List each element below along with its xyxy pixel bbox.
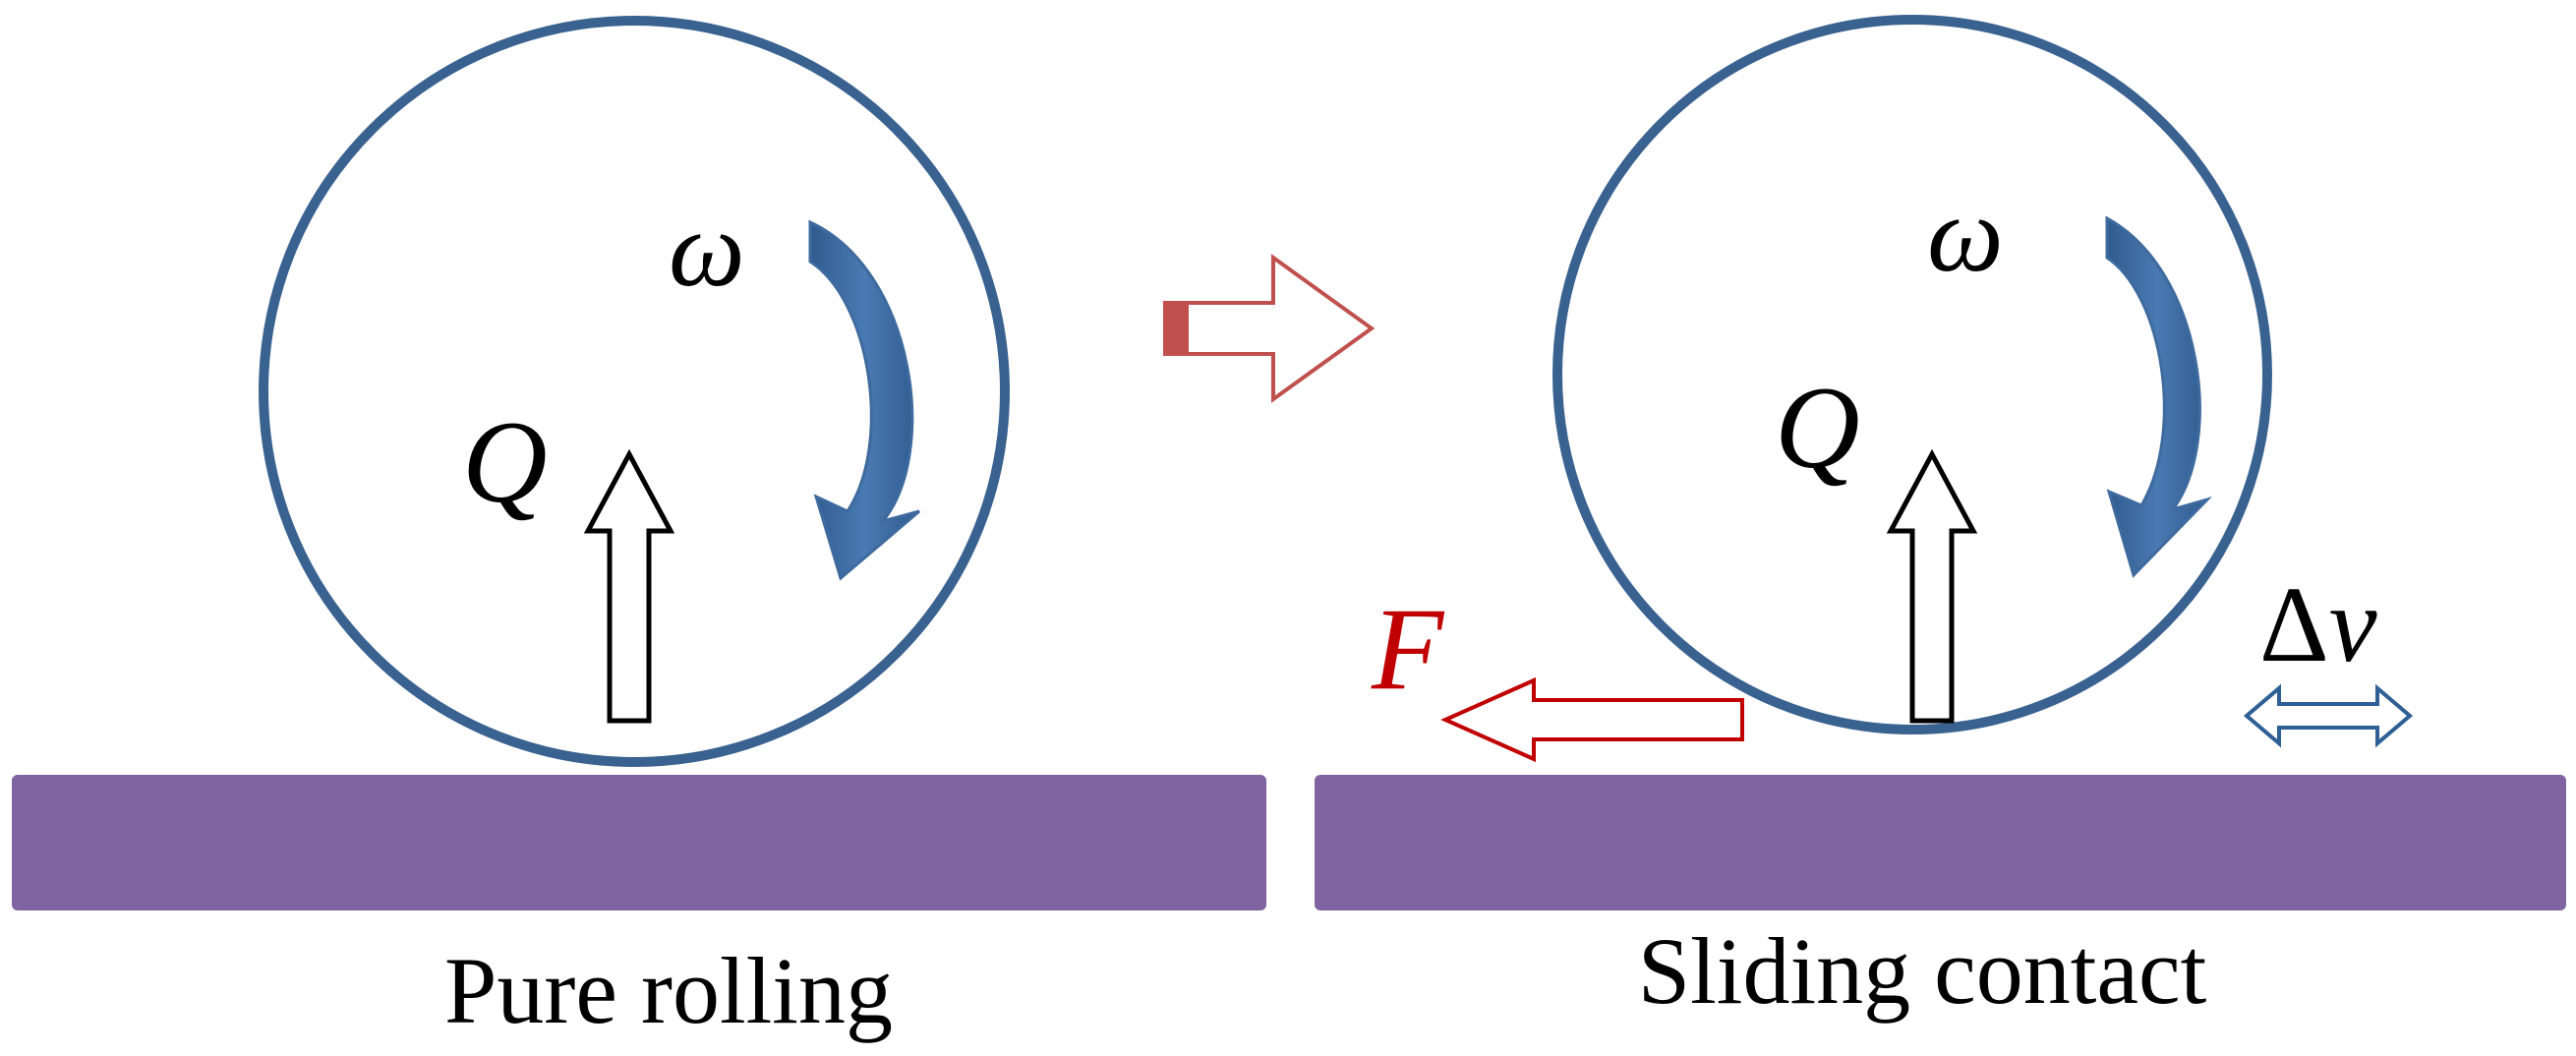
right-caption: Sliding contact (1638, 918, 2207, 1024)
right-ball (1552, 15, 2272, 734)
left-q-label: Q (462, 396, 548, 527)
right-f-label: F (1371, 583, 1445, 714)
transition-arrow-icon (1163, 254, 1376, 403)
left-caption: Pure rolling (444, 938, 893, 1043)
right-ground (1315, 775, 2566, 910)
right-delta-symbol: Δ (2259, 564, 2329, 684)
right-omega-label: ω (1927, 174, 2004, 294)
right-panel: ω Q F Δv Sliding contact (1315, 15, 2566, 1024)
left-omega-label: ω (669, 189, 745, 309)
left-ground (12, 775, 1266, 910)
right-slip-arrow-icon (2243, 683, 2414, 748)
right-delta-v-label: Δv (2259, 564, 2377, 684)
right-friction-arrow-icon (1440, 676, 1744, 763)
left-rotation-arrow-icon (808, 219, 920, 581)
right-v-symbol: v (2329, 564, 2377, 684)
right-q-label: Q (1775, 362, 1860, 493)
left-ball (259, 16, 1010, 767)
right-rotation-arrow-icon (2105, 215, 2213, 578)
left-panel: ω Q Pure rolling (12, 16, 1266, 1043)
right-normal-force-arrow-icon (1886, 448, 1978, 724)
transition-arrow-tail (1165, 303, 1189, 354)
transition-arrow (1163, 254, 1376, 403)
left-normal-force-arrow-icon (583, 448, 675, 724)
